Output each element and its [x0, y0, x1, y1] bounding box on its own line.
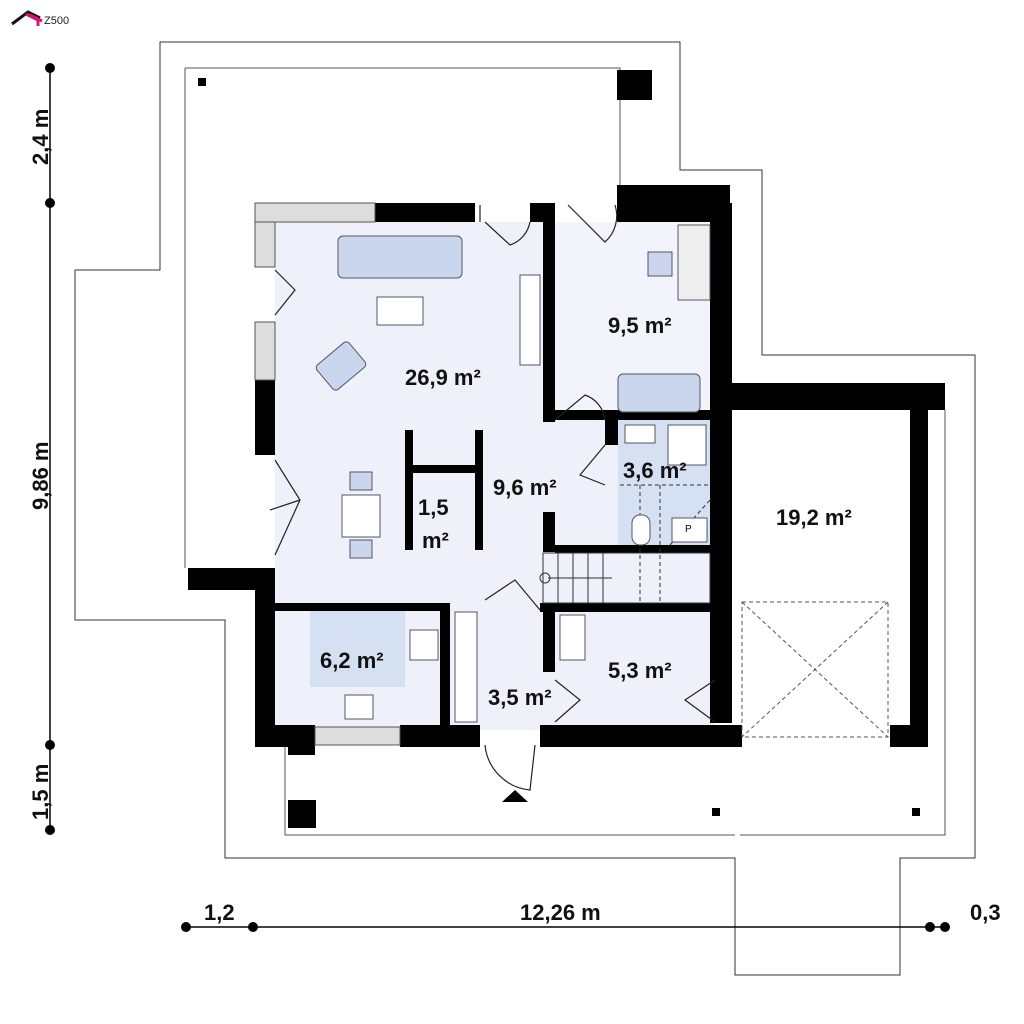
entrance-arrow: [502, 790, 528, 802]
washbasin: [624, 424, 656, 444]
stair-sign: P: [685, 524, 692, 535]
room-pantry-unit: m²: [422, 528, 449, 553]
horizontal-dimension: 1,2 12,26 m 0,3: [181, 900, 1001, 932]
room-pantry-area: 1,5: [418, 495, 449, 520]
dim-top-vertical: 2,4 m: [28, 109, 53, 165]
chair: [349, 539, 373, 559]
sofa: [337, 235, 463, 279]
wardrobe: [454, 611, 478, 723]
boiler: [671, 517, 708, 543]
dim-main-horizontal: 12,26 m: [520, 900, 601, 925]
office-chair: [647, 251, 673, 277]
tv-unit: [519, 274, 541, 366]
sink: [344, 694, 374, 720]
dim-right-horizontal: 0,3: [970, 900, 1001, 925]
interior-floor: [275, 222, 910, 730]
chair: [349, 471, 373, 491]
shower: [667, 424, 707, 466]
room-hall-area: 9,6 m²: [493, 475, 557, 500]
parking-area: [741, 601, 889, 738]
doors: [269, 204, 716, 791]
desk: [677, 224, 711, 301]
vertical-dimension: 2,4 m 9,86 m 1,5 m: [28, 63, 55, 835]
coffee-table: [376, 296, 424, 326]
toilet: [631, 514, 651, 546]
z500-logo: Z500: [11, 10, 69, 27]
dining-table: [341, 494, 381, 538]
terrace-inner-line: [740, 410, 946, 836]
room-garage-area: 19,2 m²: [776, 505, 852, 530]
room-kitchen-area: 6,2 m²: [320, 648, 384, 673]
room-bathroom-area: 3,6 m²: [623, 458, 687, 483]
terrace-inner-line: [284, 745, 735, 836]
furniture: [315, 224, 711, 723]
terrace-inner-outline: [185, 67, 621, 185]
sofa-office: [617, 373, 701, 413]
room-office-area: 9,5 m²: [608, 313, 672, 338]
dim-main-vertical: 9,86 m: [28, 442, 53, 511]
armchair: [315, 341, 367, 391]
walls: [188, 70, 945, 828]
room-utility-area: 5,3 m²: [608, 658, 672, 683]
logo-text: Z500: [44, 15, 69, 27]
stove: [409, 629, 439, 661]
utility-sink: [559, 614, 586, 661]
windows: [254, 202, 401, 746]
room-entrance-area: 3,5 m²: [488, 685, 552, 710]
room-living-area: 26,9 m²: [405, 365, 481, 390]
dim-bottom-vertical: 1,5 m: [28, 764, 53, 820]
dim-left-horizontal: 1,2: [204, 900, 235, 925]
